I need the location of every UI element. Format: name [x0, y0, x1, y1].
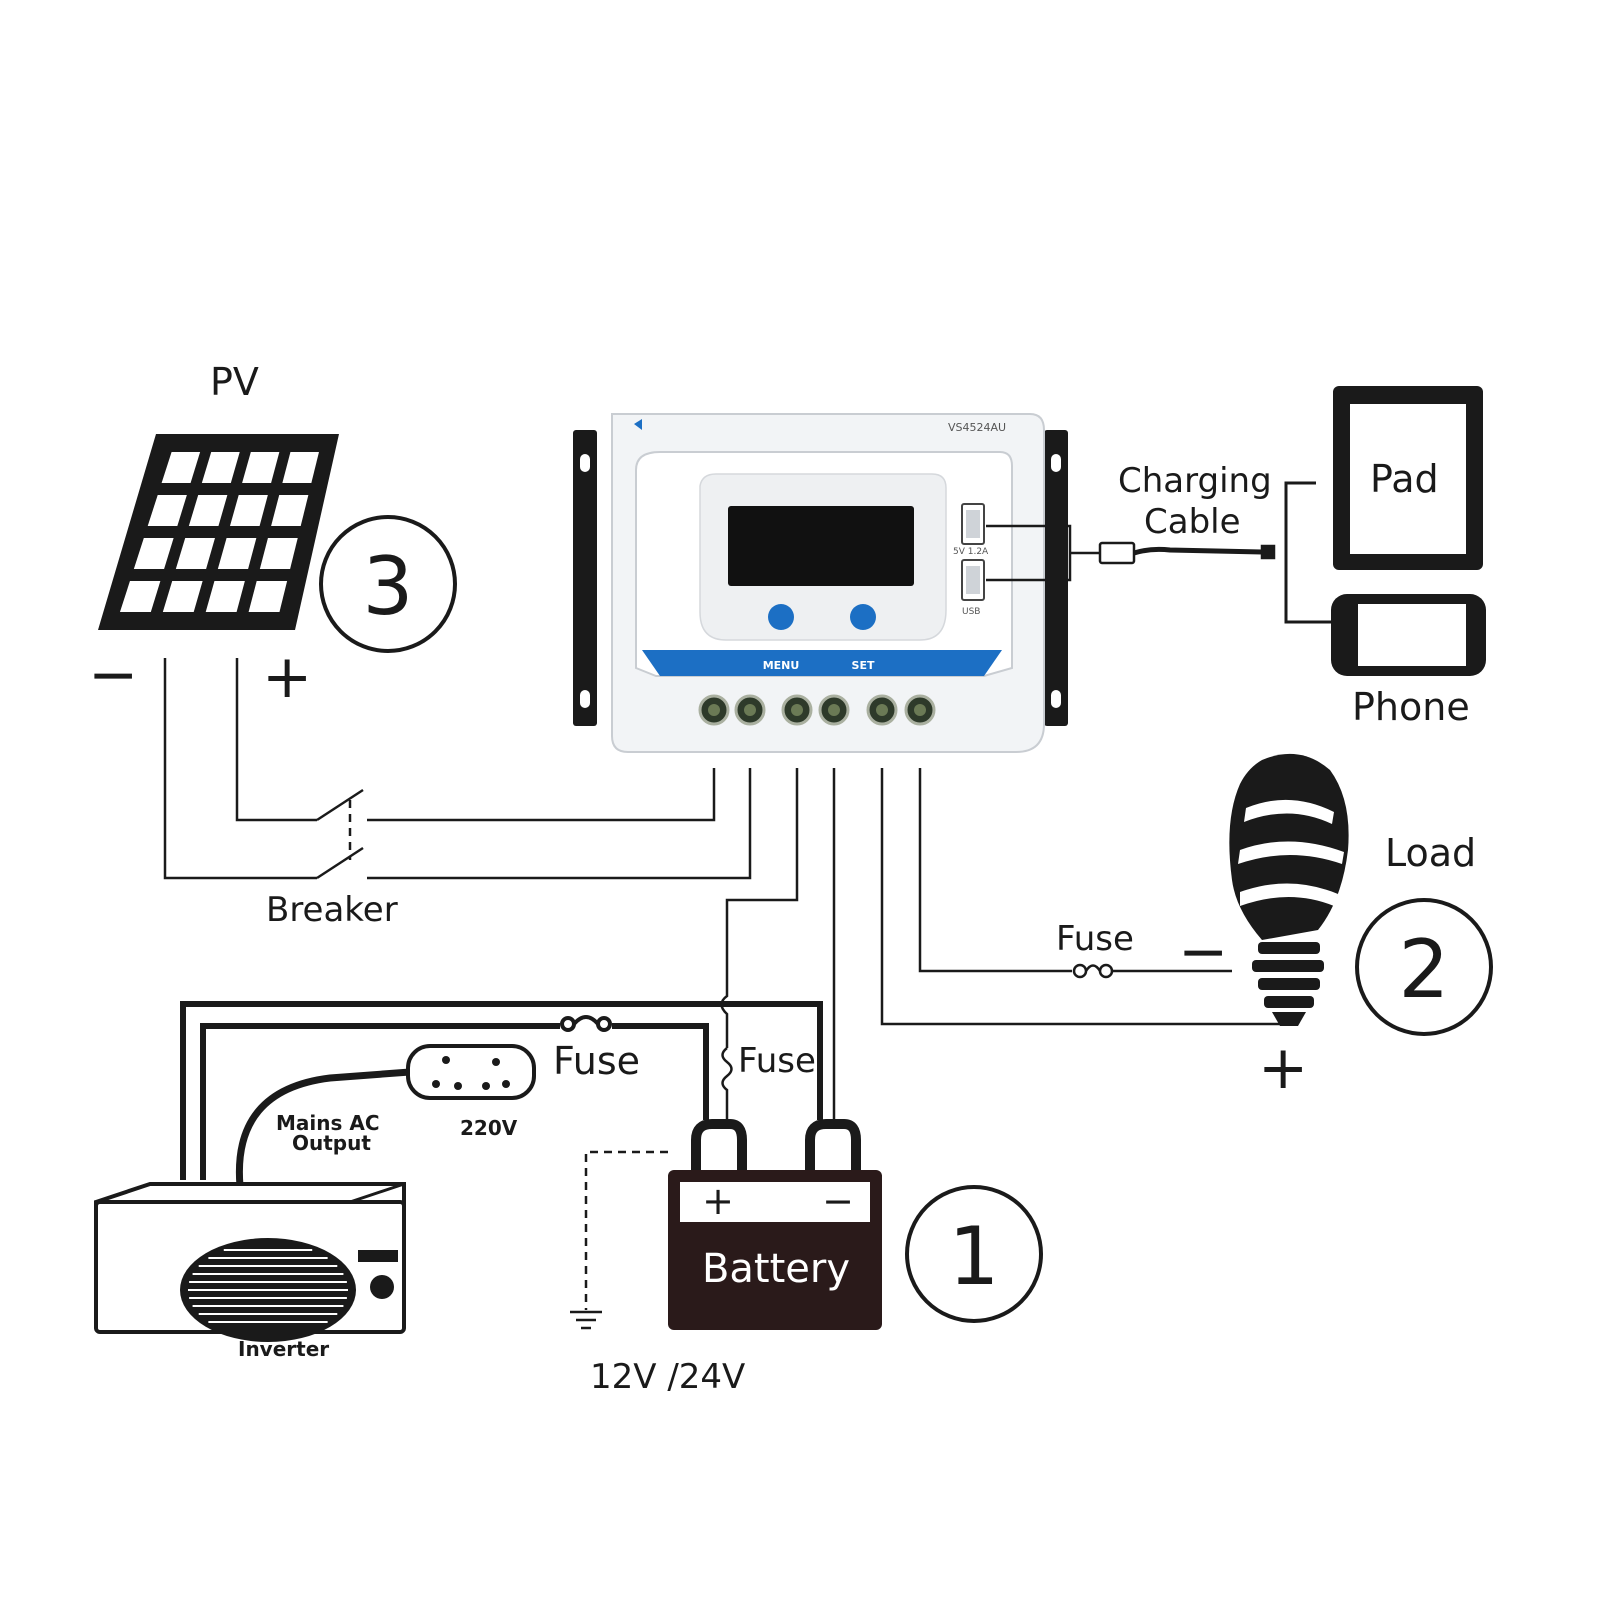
battery-number: 1: [949, 1210, 1000, 1303]
usb-rating: 5V 1.2A: [953, 547, 989, 557]
load-fuse-label: Fuse: [1056, 919, 1134, 959]
pv-cell: [147, 495, 187, 526]
pv-cell: [271, 495, 309, 526]
pv-label: PV: [210, 360, 259, 404]
pv-cell: [259, 538, 298, 569]
pad-icon: [1333, 386, 1483, 570]
battery-voltage-label: 12V /24V: [590, 1357, 745, 1397]
load-plus-sign: +: [1258, 1033, 1308, 1103]
terminal-screw: [914, 704, 926, 716]
pv-cell: [133, 538, 174, 569]
pv-plus-sign: +: [262, 642, 312, 712]
terminal-screw: [744, 704, 756, 716]
pv-cell: [188, 495, 228, 526]
pv-wires: [163, 658, 752, 880]
power-socket-icon: [406, 1044, 536, 1100]
phone-icon: [1331, 594, 1486, 676]
inverter-icon: [94, 1182, 406, 1342]
phone-label: Phone: [1352, 685, 1470, 729]
pv-number-badge: 3: [319, 515, 457, 653]
pv-cell: [229, 495, 268, 526]
battery-fuse-label: Fuse: [738, 1041, 816, 1081]
set-button-label: SET: [852, 659, 875, 672]
pv-cell: [162, 581, 203, 612]
pv-cell: [282, 452, 319, 483]
load-minus-sign: −: [1178, 917, 1228, 987]
pad-label: Pad: [1370, 457, 1439, 501]
load-number: 2: [1399, 923, 1450, 1016]
mains-ac-label-line2: Output: [292, 1131, 371, 1155]
pv-cell: [161, 452, 201, 483]
pv-panel-icon: [98, 434, 339, 630]
mains-ac-cable: [235, 1068, 411, 1187]
socket-voltage-label: 220V: [460, 1116, 518, 1140]
pv-cell: [119, 581, 161, 612]
usb-label: USB: [962, 607, 980, 617]
battery-minus-sign: −: [822, 1179, 854, 1223]
load-label: Load: [1385, 831, 1476, 875]
battery-icon: [668, 1119, 882, 1330]
controller-model: VS4524AU: [948, 421, 1006, 434]
device-bracket: [1284, 481, 1336, 624]
controller-lcd-screen: [728, 506, 914, 586]
battery-label: Battery: [702, 1246, 850, 1292]
pv-cell: [248, 581, 288, 612]
inverter-label: Inverter: [238, 1337, 329, 1361]
ground-icon: [570, 1150, 668, 1330]
terminal-screw: [791, 704, 803, 716]
inverter-wires: [180, 1001, 823, 1180]
charge-controller: MENU SET VS4524AU 5V 1.2A USB: [573, 413, 1068, 753]
pv-cell: [201, 452, 240, 483]
usb-cable: [986, 524, 1276, 582]
charging-cable-label-line1: Charging: [1118, 461, 1272, 501]
battery-number-badge: 1: [905, 1185, 1043, 1323]
pv-cell: [217, 538, 257, 569]
pv-minus-sign: −: [88, 640, 138, 710]
load-number-badge: 2: [1355, 898, 1493, 1036]
battery-plus-sign: +: [702, 1179, 734, 1223]
pv-cell: [242, 452, 280, 483]
pv-number: 3: [363, 540, 414, 633]
mains-ac-label-line1: Mains AC: [276, 1111, 380, 1135]
pv-cell: [175, 538, 215, 569]
charging-cable-label-line2: Cable: [1144, 502, 1241, 542]
load-fuse-icon: [1072, 963, 1114, 979]
pv-cell: [205, 581, 245, 612]
terminal-screw: [708, 704, 720, 716]
menu-button-label: MENU: [763, 659, 800, 672]
terminal-screw: [828, 704, 840, 716]
light-bulb-icon: [1229, 753, 1349, 1026]
set-button[interactable]: [850, 604, 876, 630]
inverter-fuse-label: Fuse: [553, 1039, 640, 1083]
inverter-fuse-icon: [560, 1015, 612, 1032]
menu-button[interactable]: [768, 604, 794, 630]
breaker-label: Breaker: [266, 890, 398, 930]
terminal-screw: [876, 704, 888, 716]
